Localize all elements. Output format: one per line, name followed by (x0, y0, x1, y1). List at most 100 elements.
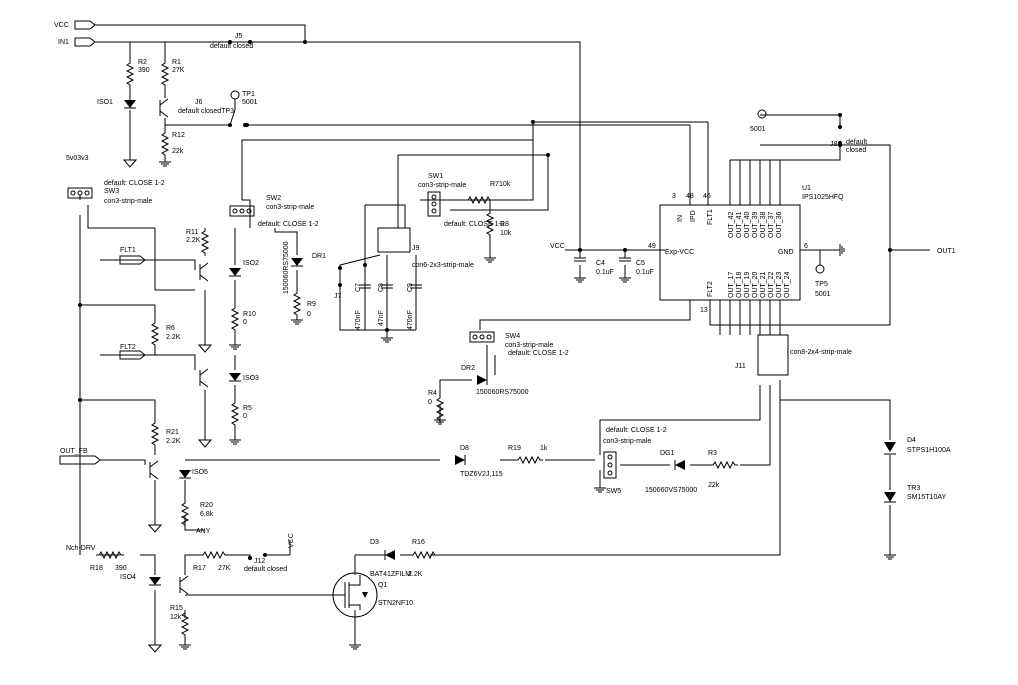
r1-val: 27K (172, 67, 185, 74)
d3-ref: D3 (370, 539, 379, 546)
label-5v03v3: 5v03v3 (66, 155, 89, 162)
r18-ref: R18 (90, 565, 103, 572)
ic-out-22: OUT_22 (768, 271, 775, 298)
ic-pin-flt1: FLT1 (707, 209, 714, 225)
ic-pin-ipd: IPD (690, 210, 697, 222)
ic-out-40: OUT_40 (744, 211, 751, 238)
tr3-ref: TR3 (907, 485, 920, 492)
j8-note1: default (846, 139, 867, 146)
sw3-ref: SW3 (104, 188, 119, 195)
ic-out-23: OUT_23 (776, 271, 783, 298)
r17-ref: R17 (193, 565, 206, 572)
tp5-val: 5001 (815, 291, 831, 298)
c9-ref: C9 (407, 283, 414, 292)
ic-pin-46: 46 (703, 193, 711, 200)
sw2-ref: SW2 (266, 195, 281, 202)
r16-ref: R16 (412, 539, 425, 546)
r20-ref: R20 (200, 502, 213, 509)
sw2-type: con3-strip-male (266, 204, 314, 211)
iso5-ref: ISO5 (192, 469, 208, 476)
c5-ref: C5 (636, 260, 645, 267)
j12-note: default closed (244, 566, 287, 573)
sw4-note: default: CLOSE 1-2 (508, 350, 569, 357)
ic-pin-3: 3 (672, 193, 676, 200)
r17-val: 27K (218, 565, 231, 572)
j6-ref: J6 (195, 99, 203, 106)
r15-val: 12k (170, 614, 182, 621)
ic-pin-gnd: GND (778, 249, 794, 256)
ic-out-37: OUT_37 (768, 211, 775, 238)
j6-note: default closedTP3 (178, 108, 234, 115)
c4-val: 0.1uF (596, 269, 614, 276)
label-nch-drv: Nch-DRV (66, 545, 96, 552)
r11-val: 2.2K (186, 237, 201, 244)
tp1-ref: TP1 (242, 91, 255, 98)
j12-ref: J12 (254, 558, 265, 565)
d4-ref: D4 (907, 437, 916, 444)
dg1-val: 150060VS75000 (645, 487, 697, 494)
sw5-ref: SW5 (606, 488, 621, 495)
r2-val: 390 (138, 67, 150, 74)
ic-out-36: OUT_36 (776, 211, 783, 238)
sw1-ref: SW1 (428, 173, 443, 180)
ic-out-18: OUT_18 (736, 271, 743, 298)
ic-out-21: OUT_21 (760, 271, 767, 298)
r8-ref: R8 (500, 221, 509, 228)
sw5-type: con3-strip-male (603, 438, 651, 445)
r7-ref: R710k (490, 181, 511, 188)
sw2-note: default: CLOSE 1-2 (258, 221, 319, 228)
j7-ref: J7 (334, 293, 342, 300)
c8-ref: C8 (378, 283, 385, 292)
sw3-type: con3-strip-male (104, 198, 152, 205)
u1-val: IPS1025HFQ (802, 194, 844, 201)
d8-ref: D8 (460, 445, 469, 452)
sw1-type: con3-strip-male (418, 182, 466, 189)
dr2-val: 150060RS75000 (476, 389, 529, 396)
label-vcc-bot: VCC (288, 533, 295, 548)
c9-val: 470nF (407, 310, 414, 330)
ic-pin-expvcc: Exp-VCC (665, 249, 694, 256)
c4-ref: C4 (596, 260, 605, 267)
tr3-val: SM15T10AY (907, 494, 946, 501)
ic-pin-13: 13 (700, 307, 708, 314)
tp-5001-top: 5001 (750, 126, 766, 133)
ic-out-39: OUT_39 (752, 211, 759, 238)
r6-val: 2.2K (166, 334, 181, 341)
r15-ref: R15 (170, 605, 183, 612)
q1-val: STN2NF10 (378, 600, 413, 607)
d8-val: TDZ6V2J,115 (460, 471, 503, 478)
r9-val: 0 (307, 311, 311, 318)
u1-ref: U1 (802, 185, 811, 192)
r19-ref: R19 (508, 445, 521, 452)
r10-val: 0 (243, 319, 247, 326)
ic-pin-49: 49 (648, 243, 656, 250)
label-vcc-mid: VCC (550, 243, 565, 250)
r11-ref: R11 (186, 229, 198, 236)
r21-val: 2.2K (166, 438, 181, 445)
any-label: ANY (196, 528, 211, 535)
r5-ref: R5 (243, 405, 252, 412)
ic-pin-6: 6 (804, 243, 808, 250)
label-flt2: FLT2 (120, 344, 136, 351)
r18-val: 390 (115, 565, 127, 572)
tp5-ref: TP5 (815, 281, 828, 288)
q1-ref: Q1 (378, 582, 387, 589)
dr1-val: 150060RS75000 (283, 241, 290, 294)
sw4-type: con3-strip-male (505, 342, 553, 349)
j5-ref: J5 (235, 33, 243, 40)
r6-ref: R6 (166, 325, 175, 332)
sw5-note: default: CLOSE 1-2 (606, 427, 667, 434)
sw4-ref: SW4 (505, 333, 520, 340)
label-in1: IN1 (58, 39, 69, 46)
dg1-ref: DG1 (660, 450, 675, 457)
iso4-ref: ISO4 (120, 574, 136, 581)
label-flt1: FLT1 (120, 247, 136, 254)
j8-note2: closed (846, 147, 866, 154)
tp1-val: 5001 (242, 99, 258, 106)
ic-out-41: OUT_41 (736, 211, 743, 238)
c8-val: 47nF (378, 310, 385, 326)
c5-val: 0.1uF (636, 269, 654, 276)
j11-type: con8-2x4-strip-male (790, 349, 852, 356)
